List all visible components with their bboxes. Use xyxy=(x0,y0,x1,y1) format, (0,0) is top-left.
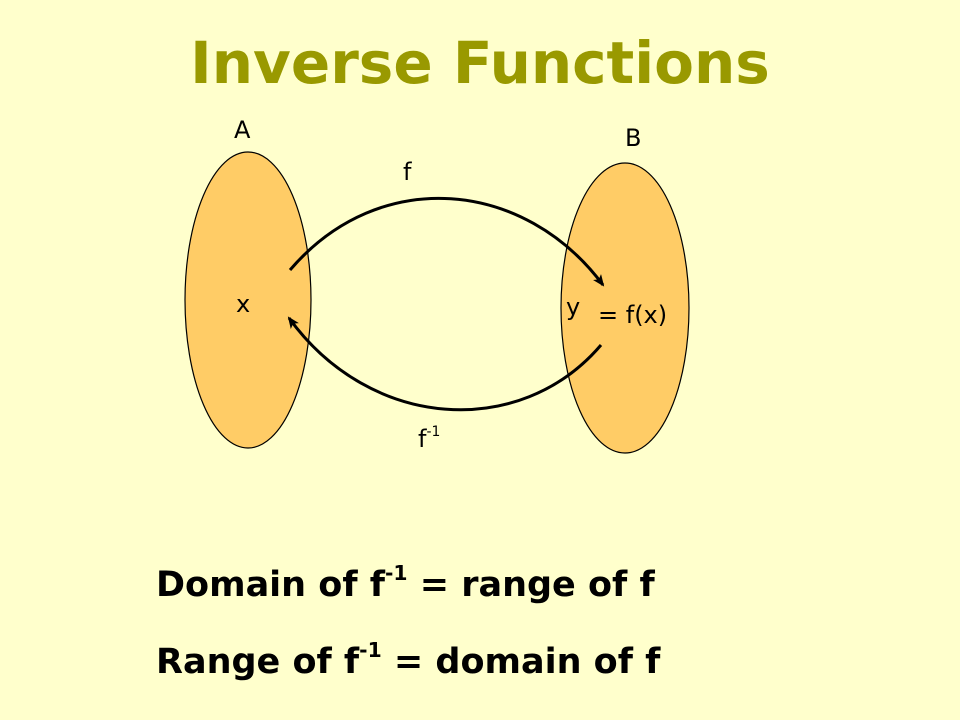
set-b-label: B xyxy=(625,124,642,152)
domain-statement-exponent: -1 xyxy=(384,561,408,586)
element-y-expression: = f(x) xyxy=(598,301,668,329)
inverse-arrow xyxy=(287,316,603,412)
slide-title: Inverse Functions xyxy=(190,29,770,97)
range-statement-exponent: -1 xyxy=(359,638,382,663)
inverse-function-label: f-1 xyxy=(418,425,440,453)
range-statement: Range of f-1 = domain of f xyxy=(156,638,661,683)
domain-statement-prefix: Domain of f xyxy=(156,565,385,605)
range-statement-suffix: = domain of f xyxy=(381,642,661,682)
inverse-label-base: f xyxy=(418,425,427,453)
inverse-label-exponent: -1 xyxy=(426,423,441,440)
set-a-label: A xyxy=(234,116,251,144)
domain-statement: Domain of f-1 = range of f xyxy=(156,561,655,606)
forward-arrow xyxy=(288,196,605,287)
domain-statement-suffix: = range of f xyxy=(407,565,655,605)
set-b-oval xyxy=(560,162,690,454)
range-statement-prefix: Range of f xyxy=(156,642,360,682)
element-y: y xyxy=(566,293,581,321)
set-a-oval xyxy=(184,151,312,449)
forward-function-label: f xyxy=(403,158,412,186)
element-x: x xyxy=(236,290,251,318)
